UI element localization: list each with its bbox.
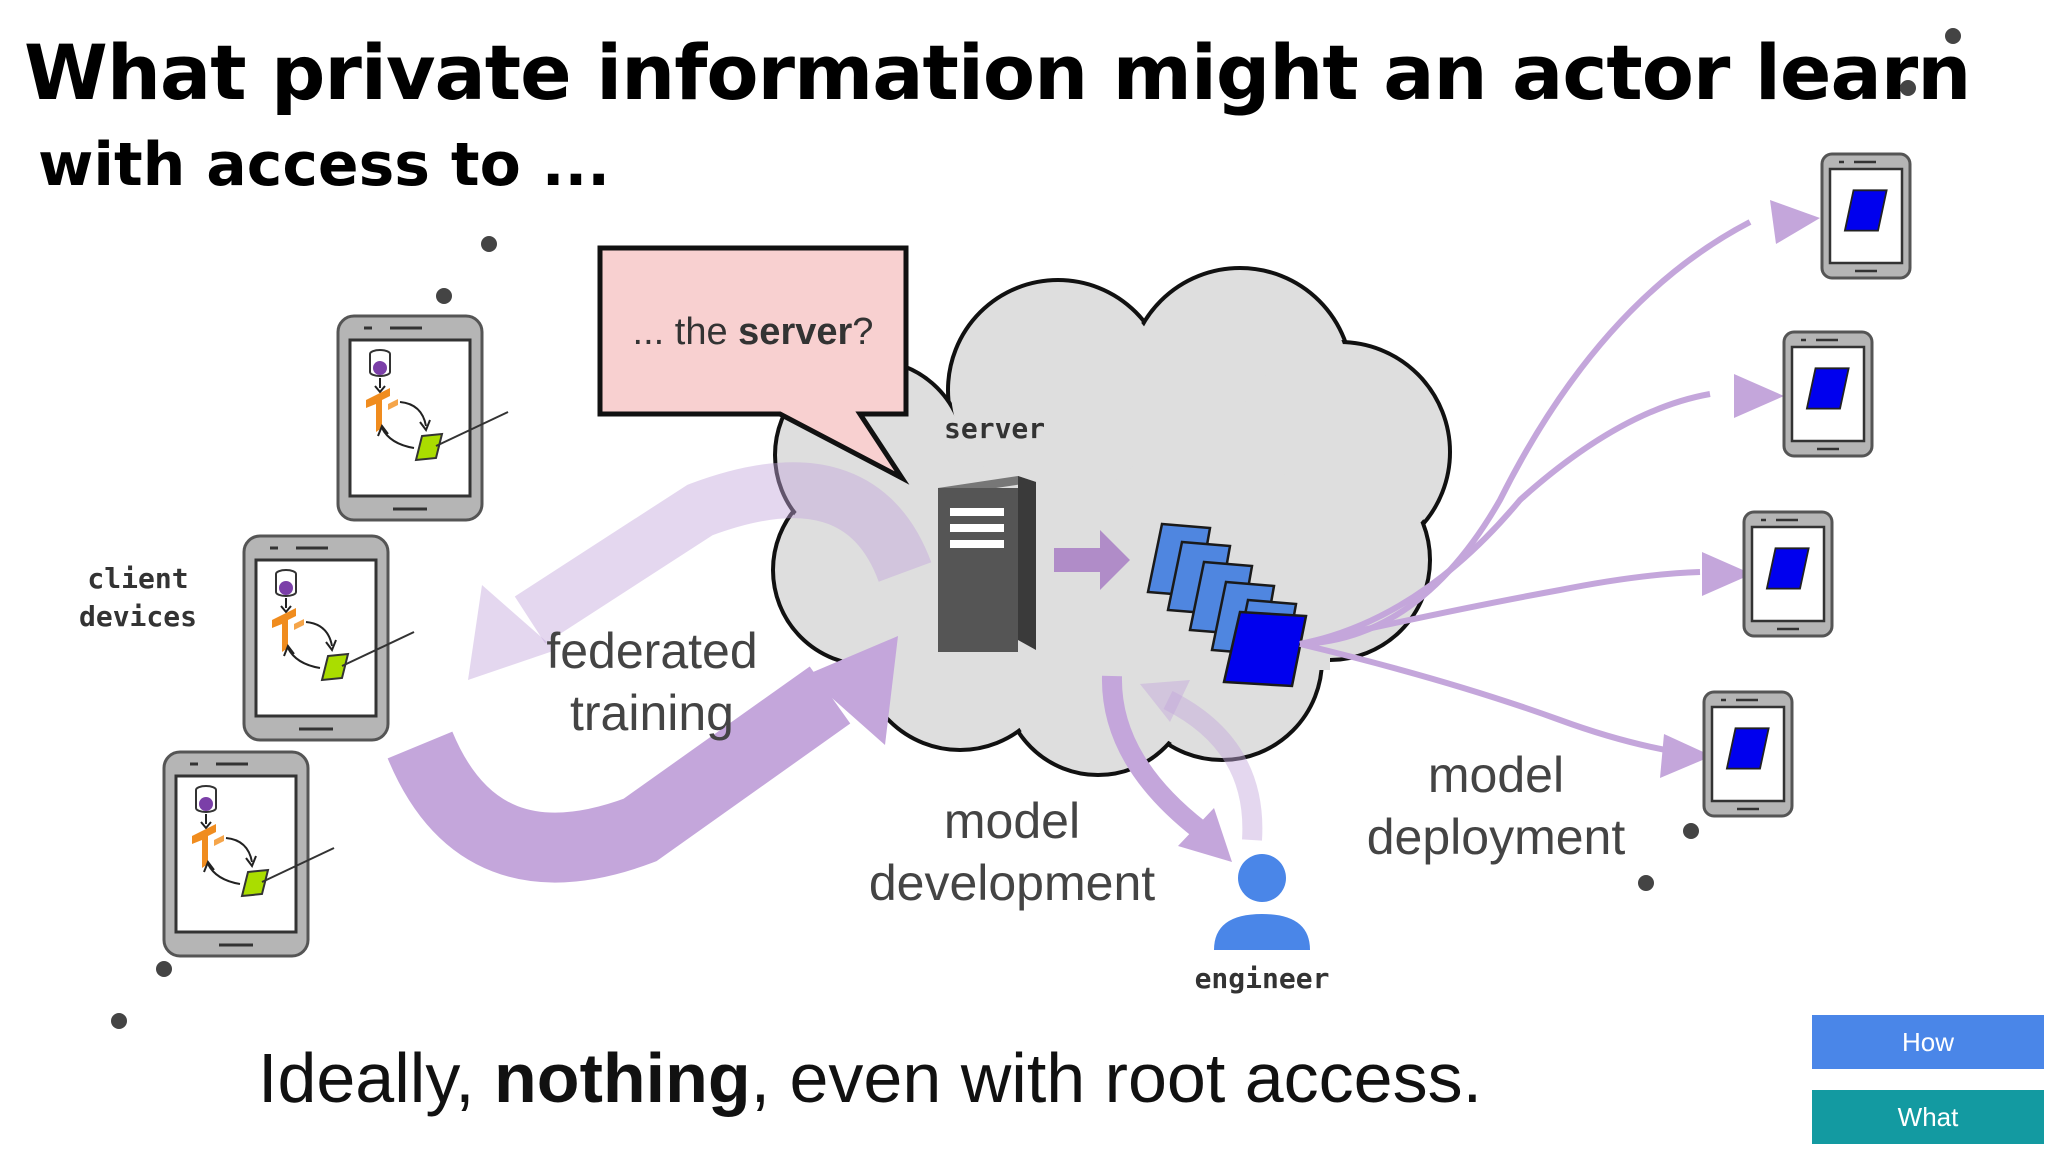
- decorative-dots: [111, 28, 1961, 1029]
- slide-subtitle: with access to ...: [38, 130, 611, 200]
- client-device-2: [242, 534, 415, 742]
- client-device-1: [336, 314, 509, 522]
- federated-label-line1: federated: [546, 623, 757, 679]
- development-label-line1: model: [944, 793, 1080, 849]
- client-label-line1: client: [87, 562, 188, 595]
- deployment-label-line2: deployment: [1367, 809, 1626, 865]
- development-arrows: [1101, 675, 1263, 862]
- slide-title: What private information might an actor …: [24, 28, 1971, 117]
- server-callout: ... the server?: [597, 245, 910, 485]
- deployed-device-4: [1702, 690, 1794, 818]
- bottom-prefix: Ideally,: [258, 1039, 495, 1117]
- deployed-device-3: [1742, 510, 1834, 638]
- person-icon: [1214, 854, 1310, 950]
- deployment-label-line1: model: [1428, 747, 1564, 803]
- engineer-label: engineer: [1195, 962, 1330, 995]
- callout-prefix: ... the: [633, 311, 739, 353]
- svg-text:... the server?: ... the server?: [633, 311, 874, 353]
- server-label: server: [944, 412, 1045, 445]
- server-rack-icon: [938, 476, 1036, 652]
- what-button[interactable]: What: [1812, 1090, 2044, 1144]
- model-stack-icon: [1146, 522, 1308, 688]
- callout-emphasis: server: [738, 311, 852, 353]
- deployment-arrows: [1299, 219, 1752, 755]
- server-to-model-arrow: [1054, 530, 1130, 590]
- deployed-device-1: [1820, 152, 1912, 280]
- bottom-emphasis: nothing: [494, 1039, 751, 1117]
- deployed-device-2: [1782, 330, 1874, 458]
- client-device-3: [162, 750, 335, 958]
- federated-return-arrow: [468, 462, 932, 680]
- bottom-suffix: , even with root access.: [750, 1039, 1483, 1117]
- callout-suffix: ?: [852, 311, 873, 353]
- bottom-statement: Ideally, nothing, even with root access.: [258, 1038, 1482, 1118]
- deployment-arrowheads: [1660, 200, 1820, 778]
- federated-label-line2: training: [570, 685, 734, 741]
- federated-upload-arrow: [387, 636, 898, 883]
- how-button[interactable]: How: [1812, 1015, 2044, 1069]
- client-label-line2: devices: [79, 600, 197, 633]
- development-label-line2: development: [869, 855, 1155, 911]
